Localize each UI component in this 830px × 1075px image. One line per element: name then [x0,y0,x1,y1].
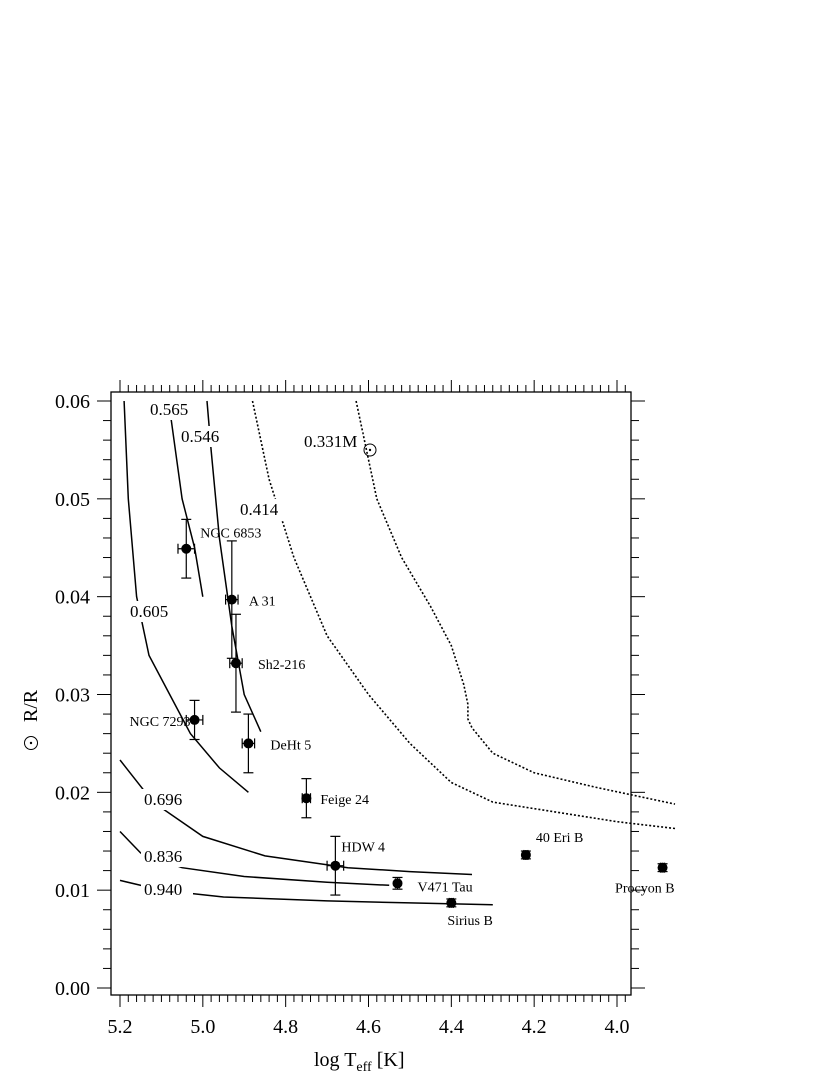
star-point: Procyon B [615,862,675,897]
star-marker [189,714,200,725]
y-tick-label: 0.00 [55,978,90,1000]
star-point: NGC 7293 [129,699,204,741]
y-axis-title-text: R/R [20,689,42,722]
star-marker [520,849,531,860]
y-axis-title: R/R [20,689,42,750]
y-axis-tick-labels: 0.00 0.01 0.02 0.03 0.04 0.05 0.06 [55,391,90,1000]
track-mass-label: 0.414 [240,500,279,519]
mass-track-line [168,408,204,597]
star-marker [301,793,312,804]
sun-symbol-dot-icon [29,741,33,745]
star-marker [330,860,341,871]
star-point: A 31 [225,540,276,659]
star-point: Sh2-216 [229,613,305,713]
star-marker [657,862,668,873]
track-mass-label: 0.565 [150,400,188,419]
star-name-label: HDW 4 [341,841,385,856]
plot-frame [110,391,632,996]
x-axis-title-unit: [K] [372,1049,405,1071]
y-axis-ticks [97,400,645,989]
track-mass-label: 0.836 [144,847,182,866]
star-marker [243,738,254,749]
star-point: 40 Eri B [520,831,583,860]
x-tick-label: 4.4 [439,1016,464,1038]
x-axis-title-subscript: eff [356,1060,372,1075]
x-tick-label: 4.0 [605,1016,630,1038]
track-label-backdrop [237,499,289,520]
track-label-backdrop [141,789,193,810]
x-axis-ticks [119,380,626,1007]
dotted-mass-track [355,400,676,805]
mass-track-line [206,400,262,733]
x-axis-title-main: log T [314,1049,356,1071]
star-name-label: Feige 24 [320,793,369,808]
star-name-label: Procyon B [615,882,675,897]
star-name-label: Sh2-216 [258,658,305,673]
star-name-label: Sirius B [447,914,493,929]
track-mass-label: 0.546 [181,427,219,446]
y-tick-label: 0.05 [55,489,90,511]
star-marker [181,543,192,554]
track-mass-label: 0.940 [144,880,182,899]
y-tick-label: 0.02 [55,782,90,804]
x-tick-label: 4.2 [522,1016,547,1038]
dotted-mass-track [251,400,676,830]
sun-symbol-icon [363,443,377,457]
y-tick-label: 0.06 [55,391,90,413]
star-name-label: NGC 7293 [129,715,190,730]
x-tick-label: 5.0 [190,1016,215,1038]
track-label-backdrop [141,846,193,867]
star-name-label: DeHt 5 [270,738,311,753]
star-point: V471 Tau [392,876,473,895]
x-tick-label: 5.2 [108,1016,133,1038]
track-label-backdrop [141,879,193,900]
x-axis-title: log Teff [K] [314,1049,404,1075]
star-point: DeHt 5 [241,713,311,774]
sun-symbol-icon [24,736,38,750]
track-mass-label: 0.696 [144,790,182,809]
x-tick-label: 4.8 [273,1016,298,1038]
track-label-backdrop [147,399,199,420]
y-tick-label: 0.04 [55,587,90,609]
mass-track-line [119,830,390,887]
star-point: HDW 4 [326,835,385,896]
y-tick-label: 0.03 [55,685,90,707]
star-marker [230,658,241,669]
star-name-label: V471 Tau [417,880,472,895]
track-label-backdrop [301,431,363,452]
track-label-backdrop [127,601,179,622]
y-tick-label: 0.01 [55,880,90,902]
x-tick-label: 4.6 [356,1016,381,1038]
star-point: Sirius B [446,897,493,929]
star-point: Feige 24 [301,778,369,819]
star-name-label: 40 Eri B [536,831,583,846]
star-marker [226,594,237,605]
star-marker [392,878,403,889]
track-mass-label: 0.605 [130,602,168,621]
star-point: NGC 6853 [177,518,261,579]
sun-symbol-dot-icon [368,448,372,452]
mass-track-line [123,400,249,793]
track-mass-label: 0.331M [304,432,357,451]
x-axis-tick-labels: 5.2 5.0 4.8 4.6 4.4 4.2 4.0 [108,1016,630,1038]
star-name-label: A 31 [249,595,276,610]
cooling-tracks: 0.565 0.546 0.605 0.696 0.836 0.940 0.414 0.331… [119,399,676,906]
star-marker [446,897,457,908]
track-label-backdrop [178,426,230,447]
star-name-label: NGC 6853 [200,527,261,542]
